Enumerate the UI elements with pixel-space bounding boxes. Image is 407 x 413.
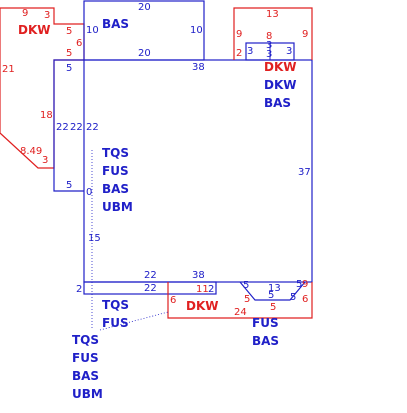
dim-label: 11 (196, 284, 209, 295)
bottom-right-label-stack: FUS BAS (252, 314, 279, 350)
dim-label: 6 (170, 295, 176, 306)
dim-label: 13 (268, 283, 281, 294)
label-tqs: TQS (72, 333, 100, 347)
dim-label: 3 (42, 155, 48, 166)
bottom-right-blue-trapezoid (239, 281, 306, 301)
label-bas: BAS (72, 369, 100, 383)
top-right-red-area (233, 7, 313, 60)
right-label-stack: DKW DKW BAS (264, 58, 297, 112)
dim-label: 8.49 (20, 146, 42, 157)
bottom-mid-label-stack: TQS FUS (102, 296, 129, 332)
bottom-blue-strip (83, 281, 217, 295)
label-fus: FUS (102, 316, 129, 330)
dim-label: 22 (70, 122, 83, 133)
dim-label: 3 (247, 46, 253, 57)
dim-label: 21 (2, 64, 15, 75)
label-bas: BAS (102, 182, 130, 196)
dim-label: 5 (244, 294, 250, 305)
label-dkw: DKW (264, 60, 297, 74)
label-fus: FUS (252, 316, 279, 330)
dim-label: 5 (66, 26, 72, 37)
dim-label: 0 (86, 187, 92, 198)
dim-label: 9 (302, 279, 308, 290)
label-ubm: UBM (72, 387, 103, 401)
dim-label: 5 (296, 279, 302, 290)
dim-label: 6 (76, 38, 82, 49)
dim-label: 15 (88, 233, 101, 244)
dim-label: 2 (236, 48, 242, 59)
bottom-right-red-area (167, 282, 313, 319)
dim-label: 22 (56, 122, 69, 133)
dim-label: 5 (66, 63, 72, 74)
dim-label: 5 (270, 302, 276, 313)
dim-label: 38 (192, 270, 205, 281)
dim-label: 22 (144, 283, 157, 294)
dim-label: 22 (144, 270, 157, 281)
dim-label: 13 (266, 9, 279, 20)
dim-label: 20 (138, 48, 151, 59)
bas-label: BAS (102, 17, 129, 31)
dim-label: 3 (286, 46, 292, 57)
dim-label: 18 (40, 110, 53, 121)
dim-label: 9 (22, 8, 28, 19)
label-tqs: TQS (102, 146, 130, 160)
dim-label: 20 (138, 2, 151, 13)
dim-label: 5 (290, 292, 296, 303)
dim-label: 2 (208, 284, 214, 295)
dkw-label: DKW (186, 299, 219, 313)
dim-label: 8 (266, 31, 272, 42)
dim-label: 38 (192, 62, 205, 73)
dim-label: 5 (66, 48, 72, 59)
dim-label: 5 (243, 280, 249, 291)
dim-label: 22 (86, 122, 99, 133)
dim-label: 5 (268, 290, 274, 301)
label-dkw: DKW (264, 78, 297, 92)
dim-label: 5 (66, 180, 72, 191)
label-tqs: TQS (102, 298, 130, 312)
label-fus: FUS (102, 164, 129, 178)
dim-label: 24 (234, 307, 247, 318)
dim-label: 3 (266, 40, 272, 51)
dim-label: 10 (190, 25, 203, 36)
dim-label: 37 (298, 167, 311, 178)
dim-label: 9 (302, 29, 308, 40)
dim-label: 3 (44, 10, 50, 21)
main-room-label-stack: TQS FUS BAS UBM (102, 144, 133, 216)
dim-label: 9 (236, 29, 242, 40)
dim-label: 3 (266, 49, 272, 60)
label-bas: BAS (252, 334, 280, 348)
label-ubm: UBM (102, 200, 133, 214)
dim-label: 6 (302, 294, 308, 305)
dim-label: 2 (76, 284, 82, 295)
dim-label: 10 (86, 25, 99, 36)
label-fus: FUS (72, 351, 99, 365)
left-blue-strip (53, 59, 84, 192)
dkw-label: DKW (18, 23, 51, 37)
bottom-left-label-stack: TQS FUS BAS UBM (72, 331, 103, 403)
label-bas: BAS (264, 96, 292, 110)
